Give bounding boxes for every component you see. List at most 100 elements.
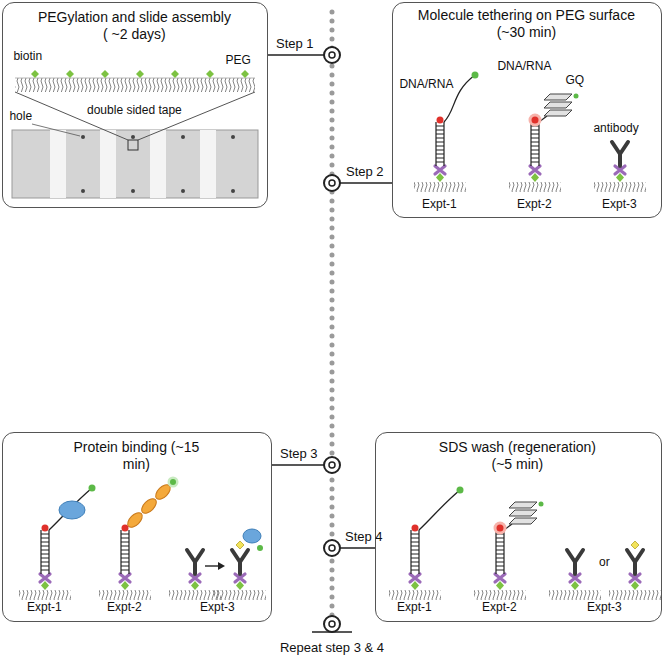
- slide-illustration-part-part: [131, 135, 135, 139]
- tethering-illustration-part: [472, 72, 479, 79]
- binding-illustration-part: [236, 541, 244, 549]
- wash-illustration-part: [494, 522, 507, 535]
- slide-illustration-part: [200, 130, 216, 198]
- tethering-illustration-part: [532, 117, 539, 124]
- part-label: hole: [9, 109, 32, 123]
- slide-illustration-part-part: [81, 189, 85, 193]
- binding-illustration-part: [218, 562, 225, 570]
- binding-illustration-part-part: [139, 496, 159, 516]
- slide-illustration-part: [32, 124, 80, 136]
- tethering-illustration-part: [531, 122, 539, 166]
- binding-illustration-part: [187, 550, 203, 574]
- panel-title: SDS wash (regeneration) (~5 min): [430, 439, 605, 473]
- binding-illustration-part: [49, 488, 92, 530]
- experiment-label: Expt-1: [397, 600, 432, 614]
- tethering-illustration-part: [530, 166, 540, 182]
- step-panel: Protein binding (~15 min) Expt-1 Expt-2 Exp…: [2, 432, 272, 622]
- step-label: Step 4: [345, 529, 383, 545]
- slide-illustration: [12, 70, 258, 198]
- step-panel: Molecule tethering on PEG surface (~30 m…: [392, 2, 662, 218]
- experiment-label: Expt-3: [587, 600, 622, 614]
- tethering-illustration-part: [509, 182, 561, 192]
- binding-illustration-part: [125, 482, 173, 530]
- molecule-label: DNA/RNA: [497, 59, 551, 73]
- panel-title: Molecule tethering on PEG surface (~30 m…: [411, 7, 641, 41]
- slide-illustration-part: [12, 130, 258, 198]
- slide-illustration-part-part: [81, 135, 85, 139]
- binding-illustration-part: [40, 574, 50, 590]
- wash-illustration-part: [419, 490, 460, 530]
- step-label: Step 3: [280, 446, 318, 462]
- tethering-illustration-part: [435, 166, 445, 182]
- wash-illustration-part: [567, 550, 583, 574]
- binding-illustration-part: [232, 550, 248, 574]
- slide-illustration-part: [81, 135, 235, 193]
- wash-illustration-part: [497, 525, 504, 532]
- wash-illustration-part: [549, 590, 601, 600]
- loop-label: Repeat step 3 & 4: [280, 640, 384, 656]
- binding-illustration-part: [120, 574, 130, 590]
- binding-illustration-part: [214, 590, 266, 600]
- binding-illustration-part: [122, 525, 129, 532]
- tethering-illustration-part: [529, 114, 542, 127]
- binding-illustration-part: [235, 574, 245, 590]
- wash-illustration-part: [495, 574, 505, 590]
- binding-illustration-part: [170, 479, 176, 485]
- tethering-illustration-part: [414, 182, 466, 192]
- slide-illustration-part-part: [231, 135, 235, 139]
- binding-illustration-part: [41, 530, 49, 574]
- molecule-label: GQ: [565, 73, 584, 87]
- wash-illustration-part: [496, 530, 504, 574]
- wash-illustration: [389, 487, 661, 601]
- slide-illustration-part: [150, 130, 166, 198]
- molecule-label: antibody: [593, 121, 638, 135]
- timeline-part: [324, 457, 340, 473]
- binding-illustration-part: [59, 501, 85, 519]
- experiment-label: Expt-2: [482, 600, 517, 614]
- slide-illustration-part: [15, 92, 255, 140]
- wash-illustration-part: [412, 525, 419, 532]
- experiment-label: Expt-1: [27, 600, 62, 614]
- wash-illustration-part: [570, 574, 580, 590]
- tethering-illustration-part: [437, 117, 444, 124]
- binding-illustration-part: [42, 525, 49, 532]
- wash-illustration-part: [411, 530, 419, 574]
- part-label: PEG: [225, 53, 250, 67]
- wash-illustration-part: [389, 590, 441, 600]
- timeline-part: [268, 55, 392, 632]
- slide-illustration-part: [128, 140, 138, 150]
- wash-illustration-part: [609, 590, 661, 600]
- binding-illustration-part: [257, 545, 263, 551]
- binding-illustration-part: [99, 590, 151, 600]
- tethering-illustration-part: [539, 94, 579, 123]
- wash-illustration-part: [631, 541, 639, 549]
- step-label: Step 1: [276, 36, 314, 52]
- slide-illustration-part-part: [131, 189, 135, 193]
- binding-illustration-part: [169, 590, 221, 600]
- tethering-illustration-part: [436, 122, 444, 166]
- step-label: Step 2: [346, 164, 384, 180]
- panel-title: Protein binding (~15 min): [71, 439, 201, 473]
- experiment-label: Expt-2: [107, 600, 142, 614]
- binding-illustration-part: [168, 477, 179, 488]
- slide-illustration-part-part: [181, 135, 185, 139]
- slide-illustration-part-part: [231, 189, 235, 193]
- connector-word: or: [599, 555, 610, 569]
- timeline-part: [324, 175, 340, 191]
- tethering-illustration-part: [594, 182, 646, 192]
- molecule-label: DNA/RNA: [399, 77, 453, 91]
- experiment-label: Expt-1: [422, 197, 457, 211]
- binding-illustration: [19, 477, 266, 601]
- slide-illustration-part: [50, 130, 66, 198]
- binding-illustration-part: [190, 574, 200, 590]
- wash-illustration-part: [627, 550, 643, 574]
- wash-illustration-part: [410, 574, 420, 590]
- wash-illustration-part: [504, 502, 544, 531]
- slide-illustration-part: [100, 130, 116, 198]
- experiment-label: Expt-3: [200, 600, 235, 614]
- tethering-illustration-part: [612, 142, 628, 166]
- slide-illustration-part: [15, 78, 255, 79]
- slide-illustration-part: [15, 78, 255, 92]
- timeline: [268, 12, 392, 632]
- binding-illustration-part: [19, 590, 71, 600]
